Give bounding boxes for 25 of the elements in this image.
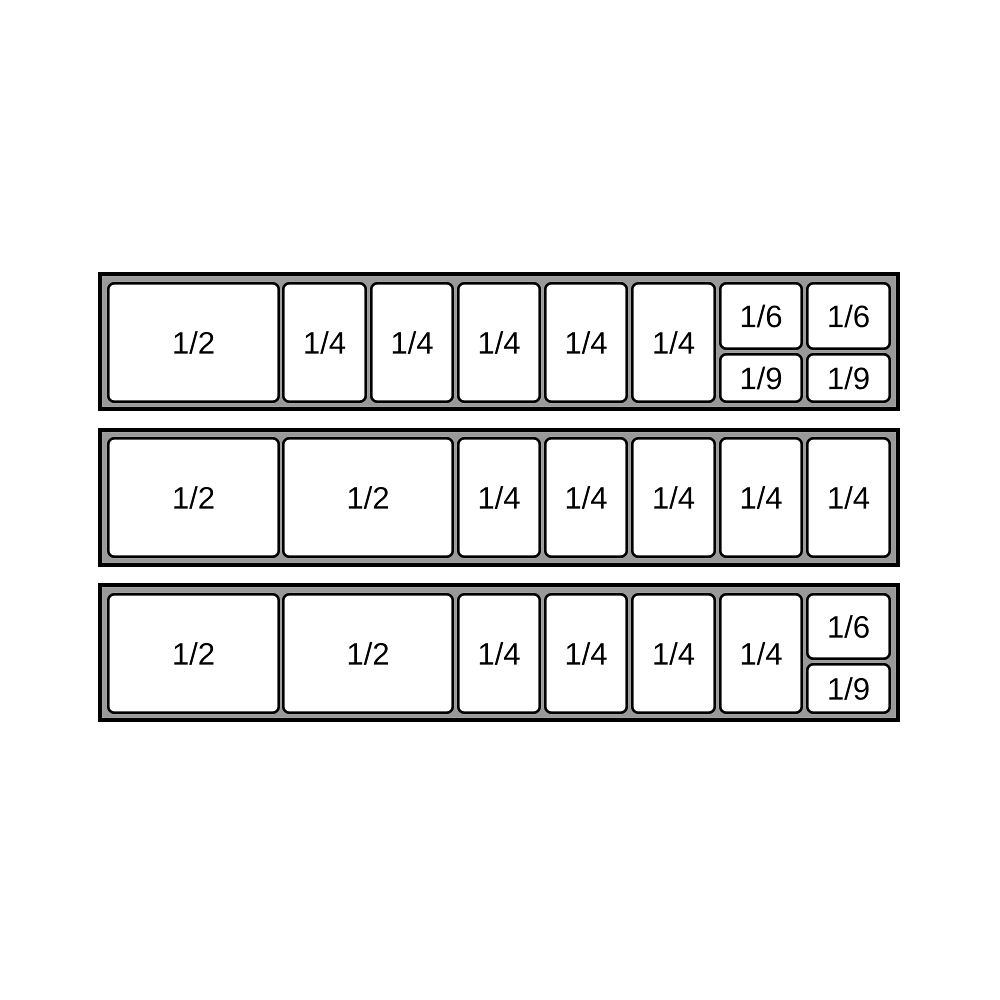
pan-box: 1/4 bbox=[631, 282, 716, 403]
pan-box: 1/2 bbox=[282, 593, 454, 714]
pan-box: 1/4 bbox=[719, 593, 804, 714]
pan-box: 1/4 bbox=[457, 437, 541, 558]
pan-box: 1/9 bbox=[806, 663, 892, 714]
pan-box: 1/4 bbox=[631, 437, 716, 558]
pan-box: 1/4 bbox=[282, 282, 367, 403]
pan-box: 1/4 bbox=[370, 282, 454, 403]
pan-box: 1/4 bbox=[544, 282, 628, 403]
pan-box: 1/4 bbox=[631, 593, 716, 714]
pan-box: 1/6 bbox=[719, 282, 804, 350]
pan-box: 1/2 bbox=[107, 437, 280, 558]
pan-box: 1/2 bbox=[107, 593, 280, 714]
pan-box: 1/6 bbox=[806, 593, 892, 660]
pan-box: 1/4 bbox=[544, 437, 628, 558]
pan-box: 1/2 bbox=[282, 437, 454, 558]
pan-box: 1/4 bbox=[544, 593, 628, 714]
pan-box: 1/9 bbox=[719, 353, 804, 403]
pan-box: 1/4 bbox=[457, 593, 541, 714]
pan-box: 1/4 bbox=[457, 282, 541, 403]
pan-box: 1/9 bbox=[806, 353, 892, 403]
pan-box: 1/4 bbox=[719, 437, 804, 558]
pan-box: 1/6 bbox=[806, 282, 892, 350]
pan-box: 1/4 bbox=[806, 437, 892, 558]
pan-box: 1/2 bbox=[107, 282, 280, 403]
